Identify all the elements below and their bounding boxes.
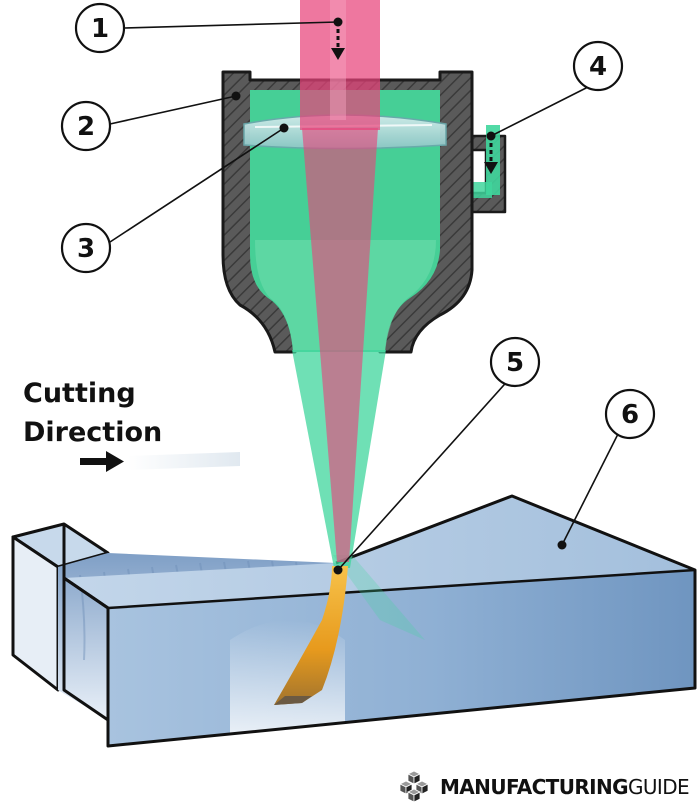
callout-2-label: 2 <box>77 112 95 142</box>
gas-direction-arrow <box>484 136 498 174</box>
cutting-direction-label-line2: Direction <box>23 417 162 448</box>
workpiece <box>11 494 697 760</box>
callout-dots <box>231 17 567 575</box>
callout-4-label: 4 <box>589 52 607 82</box>
callout-4: 4 <box>572 40 624 92</box>
cutting-direction: Cutting Direction <box>23 378 240 472</box>
callout-5-label: 5 <box>506 348 524 378</box>
logo-text-light: GUIDE <box>627 775 690 799</box>
callout-3: 3 <box>60 222 112 274</box>
cutting-direction-trail <box>128 452 240 470</box>
cutting-direction-label-line1: Cutting <box>23 378 136 409</box>
laser-direction-arrow <box>331 22 345 60</box>
callout-5: 5 <box>489 336 541 388</box>
callout-2: 2 <box>60 100 112 152</box>
workpiece-main-outline <box>62 494 697 748</box>
workpiece-main-top-edge <box>107 568 696 610</box>
cutting-direction-arrow-icon <box>80 451 124 472</box>
callout-6: 6 <box>604 388 656 440</box>
manufacturing-guide-logo: MANUFACTURINGGUIDE <box>394 770 690 804</box>
workpiece-kerf-edge <box>63 576 109 610</box>
callout-leaders <box>109 21 619 571</box>
gas-inlet-channel <box>486 125 500 195</box>
callout-6-label: 6 <box>621 400 639 430</box>
molten-stream <box>274 566 348 705</box>
callout-1-label: 1 <box>91 14 109 44</box>
logo-cubes-icon <box>399 770 429 803</box>
callout-1: 1 <box>74 2 126 54</box>
laser-beam-focused <box>302 128 378 562</box>
logo-text-bold: MANUFACTURING <box>440 775 629 799</box>
logo-wordmark: MANUFACTURINGGUIDE <box>440 775 690 799</box>
callout-3-label: 3 <box>77 234 95 264</box>
